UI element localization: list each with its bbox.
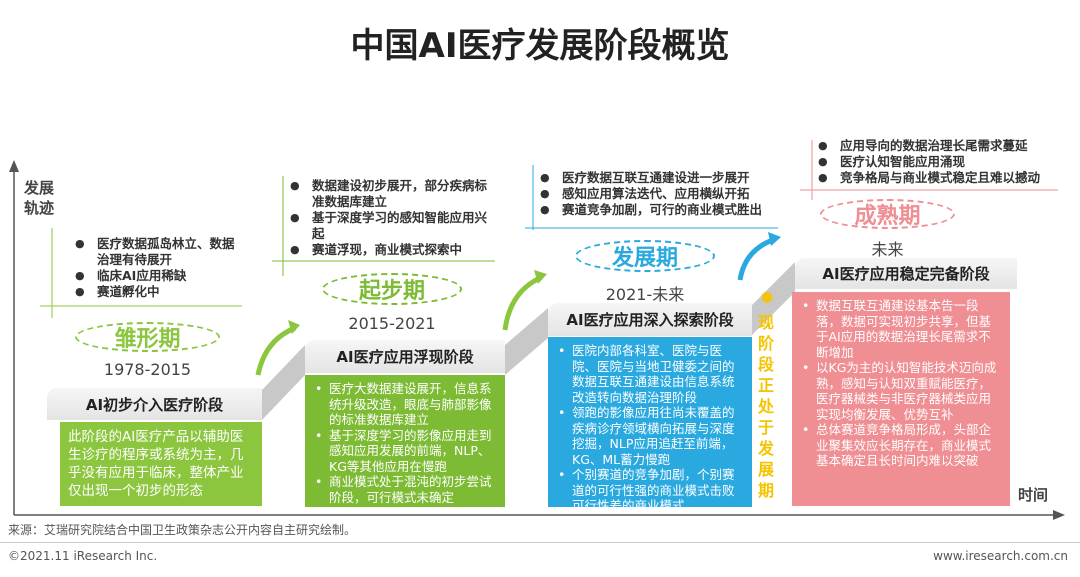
detail: 医院内部各科室、医院与医院、医院与当地卫健委之间的数据互联互通建设由信息系统改造… bbox=[556, 343, 744, 405]
footer-divider bbox=[0, 542, 1080, 543]
stage-4-bullets: 应用导向的数据治理长尾需求蔓延 医疗认知智能应用涌现 竞争格局与商业模式稳定且难… bbox=[818, 138, 1063, 186]
stage-2-details: 医疗大数据建设展开，信息系统升级改造，眼底与肺部影像的标准数据库建立基于深度学习… bbox=[305, 375, 505, 507]
detail: 以KG为主的认知智能技术迈向成熟，感知与认知双重赋能医疗，医疗器械类与非医疗器械… bbox=[800, 360, 1002, 422]
bullet: 竞争格局与商业模式稳定且难以撼动 bbox=[818, 170, 1063, 186]
stage-3-details: 医院内部各科室、医院与医院、医院与当地卫健委之间的数据互联互通建设由信息系统改造… bbox=[548, 337, 752, 507]
stage-4-details: 数据互联互通建设基本告一段落，数据可实现初步共享，但基于AI应用的数据治理长尾需… bbox=[792, 292, 1010, 506]
step-shadow bbox=[262, 345, 305, 420]
y-axis-label: 发展轨迹 bbox=[24, 179, 55, 217]
bullet: 医疗认知智能应用涌现 bbox=[818, 154, 1063, 170]
bullet: 应用导向的数据治理长尾需求蔓延 bbox=[818, 138, 1063, 154]
stage-4-header: AI医疗应用稳定完备阶段 bbox=[795, 258, 1017, 289]
detail: 总体赛道竞争格局形成，头部企业聚集效应长期存在，商业模式基本确定且长时间内难以突… bbox=[800, 422, 1002, 469]
bullet: 赛道孵化中 bbox=[75, 284, 240, 300]
stage-1-description: 此阶段的AI医疗产品以辅助医生诊疗的程序或系统为主，几乎没有应用于临床，整体产业… bbox=[60, 422, 262, 506]
bullet: 医疗数据孤岛林立、数据治理有待展开 bbox=[75, 236, 240, 268]
page-title: 中国AI医疗发展阶段概览 bbox=[350, 26, 730, 66]
stage-3-years: 2021-未来 bbox=[605, 285, 685, 304]
copyright: ©2021.11 iResearch Inc. bbox=[8, 549, 158, 563]
stage-2-name: 起步期 bbox=[322, 273, 462, 305]
stage-3-bullets: 医疗数据互联互通建设进一步展开 感知应用算法迭代、应用横纵开拓 赛道竞争加剧，可… bbox=[540, 170, 780, 218]
x-axis-arrow-icon bbox=[1053, 510, 1065, 520]
x-axis-label: 时间 bbox=[1018, 486, 1049, 504]
lightbulb-icon: ✹ bbox=[759, 288, 775, 309]
detail: 基于深度学习的影像应用走到感知应用发展的前端，NLP、KG等其他应用在慢跑 bbox=[313, 428, 497, 475]
stage-3-header: AI医疗应用深入探索阶段 bbox=[548, 303, 752, 336]
stage-2-years: 2015-2021 bbox=[348, 314, 436, 333]
stage-3-name: 发展期 bbox=[575, 240, 715, 272]
bullet: 医疗数据互联互通建设进一步展开 bbox=[540, 170, 780, 186]
stage-4-name: 成熟期 bbox=[820, 199, 955, 229]
detail: 个别赛道的竞争加剧，个别赛道的可行性强的商业模式击败可行性差的商业模式 bbox=[556, 467, 744, 507]
stage-4-years: 未来 bbox=[871, 240, 904, 259]
stage-2-bullets: 数据建设初步展开，部分疾病标准数据库建立 基于深度学习的感知智能应用兴起 赛道浮… bbox=[290, 178, 498, 258]
bullet: 数据建设初步展开，部分疾病标准数据库建立 bbox=[290, 178, 498, 210]
bullet: 赛道浮现，商业模式探索中 bbox=[290, 242, 498, 258]
bullet: 赛道竞争加剧，可行的商业模式胜出 bbox=[540, 202, 780, 218]
bullet: 感知应用算法迭代、应用横纵开拓 bbox=[540, 186, 780, 202]
stage-2-header: AI医疗应用浮现阶段 bbox=[305, 340, 505, 373]
bullet: 基于深度学习的感知智能应用兴起 bbox=[290, 210, 498, 242]
step-shadow bbox=[505, 308, 548, 375]
growth-arrow-icon bbox=[737, 237, 774, 281]
stage-1-years: 1978-2015 bbox=[103, 360, 192, 379]
growth-arrow-icon bbox=[502, 275, 542, 331]
detail: 领跑的影像应用往尚未覆盖的疾病诊疗领域横向拓展与深度挖掘，NLP应用追赶至前端，… bbox=[556, 405, 744, 467]
source-note: 来源：艾瑞研究院结合中国卫生政策杂志公开内容自主研究绘制。 bbox=[8, 523, 357, 537]
bullet: 临床AI应用稀缺 bbox=[75, 268, 240, 284]
stage-1-header: AI初步介入医疗阶段 bbox=[47, 388, 262, 420]
detail: 商业模式处于混沌的初步尝试阶段，可行模式未确定 bbox=[313, 474, 497, 505]
growth-arrow-icon bbox=[255, 325, 296, 376]
website-link[interactable]: www.iresearch.com.cn bbox=[933, 549, 1068, 563]
detail: 医疗大数据建设展开，信息系统升级改造，眼底与肺部影像的标准数据库建立 bbox=[313, 381, 497, 428]
y-axis-arrow-icon bbox=[9, 160, 19, 172]
current-stage-note: 现阶段正处于发展期 bbox=[758, 313, 775, 500]
stage-1-bullets: 医疗数据孤岛林立、数据治理有待展开 临床AI应用稀缺 赛道孵化中 bbox=[75, 236, 240, 300]
stage-1-name: 雏形期 bbox=[75, 322, 220, 352]
detail: 数据互联互通建设基本告一段落，数据可实现初步共享，但基于AI应用的数据治理长尾需… bbox=[800, 298, 1002, 360]
step-shadow bbox=[752, 262, 795, 335]
